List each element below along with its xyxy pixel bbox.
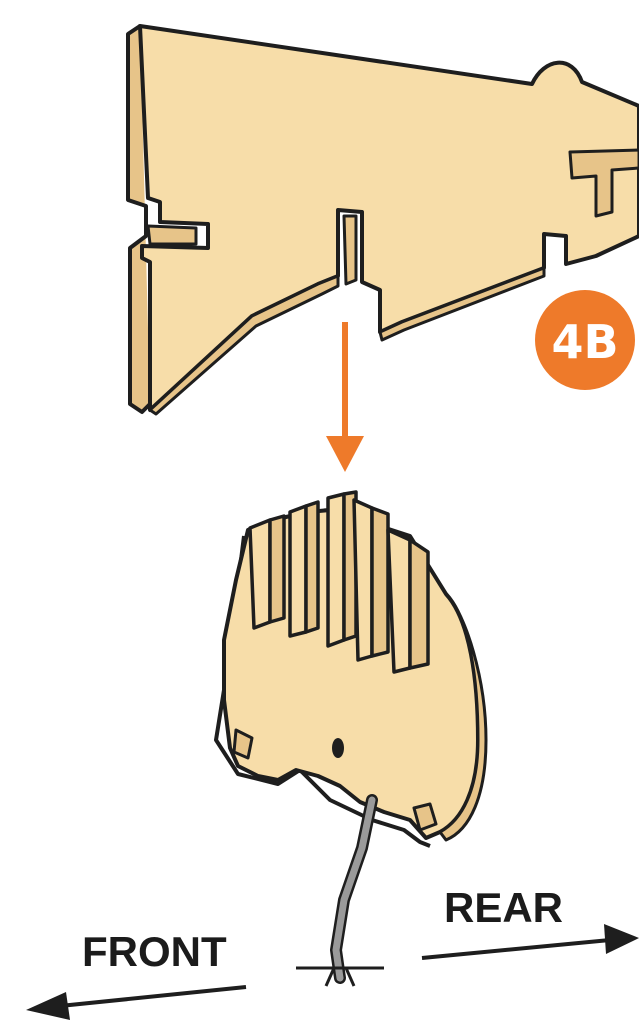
wire [336, 800, 372, 978]
rear-direction: REAR [422, 884, 639, 958]
left-arrow-icon [26, 987, 246, 1020]
down-arrow-icon [326, 322, 364, 472]
eye-hole [332, 738, 344, 758]
lower-wood-piece [216, 492, 486, 846]
front-direction: FRONT [26, 928, 246, 1020]
step-badge-label: 4B [551, 315, 618, 369]
rear-label: REAR [444, 884, 563, 931]
step-badge: 4B [535, 290, 635, 390]
front-label: FRONT [82, 928, 227, 975]
